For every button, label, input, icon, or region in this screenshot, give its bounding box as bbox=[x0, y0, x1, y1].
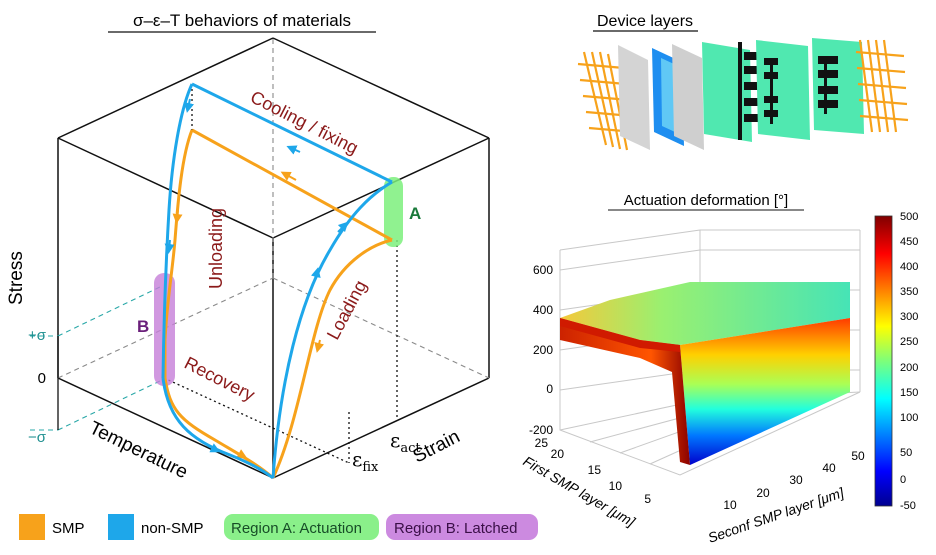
heater-pattern-2 bbox=[764, 58, 778, 124]
svg-text:15: 15 bbox=[588, 463, 602, 477]
mesh-layer-right bbox=[855, 39, 909, 133]
non-smp-cooling-line bbox=[191, 82, 393, 184]
svg-text:250: 250 bbox=[900, 336, 918, 348]
colorbar-ticks: 500 450 400 350 300 250 200 150 100 50 0… bbox=[900, 211, 918, 512]
sigma-epsilon-t-diagram: σ–ε–T behaviors of materials +σ bbox=[6, 11, 490, 484]
legend-smp: SMP bbox=[52, 520, 85, 537]
tick-zero: 0 bbox=[38, 370, 46, 387]
svg-text:150: 150 bbox=[900, 387, 918, 399]
x-axis-label: Seconf SMP layer [μm] bbox=[706, 484, 847, 546]
device-layers-panel: Device layers bbox=[577, 13, 909, 151]
surface-plateau-top bbox=[560, 282, 850, 345]
green-layer-2 bbox=[756, 40, 810, 140]
blue-layer-inner bbox=[661, 58, 675, 132]
svg-text:20: 20 bbox=[551, 447, 565, 461]
svg-text:350: 350 bbox=[900, 286, 918, 298]
smp-unloading-curve bbox=[163, 129, 194, 378]
svg-text:30: 30 bbox=[789, 473, 803, 487]
region-a-label: A bbox=[409, 204, 421, 223]
axis-temperature: Temperature bbox=[86, 418, 191, 484]
svg-text:600: 600 bbox=[533, 263, 553, 277]
surface-front-ridge bbox=[560, 318, 690, 465]
non-smp-recovery-curve bbox=[161, 377, 274, 480]
y-axis-ticks: 25 20 15 10 5 bbox=[535, 436, 652, 506]
svg-text:25: 25 bbox=[535, 436, 549, 450]
label-recovery: Recovery bbox=[181, 353, 258, 405]
svg-text:100: 100 bbox=[900, 412, 918, 424]
svg-text:200: 200 bbox=[900, 362, 918, 374]
z-axis-ticks: 600 400 200 0 -200 bbox=[529, 263, 553, 437]
legend-region-b: Region B: Latched bbox=[394, 520, 517, 537]
svg-text:10: 10 bbox=[609, 479, 623, 493]
colorbar bbox=[874, 215, 893, 507]
legend-region-b-box bbox=[386, 514, 538, 540]
svg-text:400: 400 bbox=[900, 261, 918, 273]
surface-drop-face bbox=[680, 318, 850, 465]
svg-text:40: 40 bbox=[822, 461, 836, 475]
label-loading: Loading bbox=[323, 277, 371, 343]
legend-region-a: Region A: Actuation bbox=[231, 520, 362, 537]
smp-path bbox=[163, 128, 393, 480]
svg-text:10: 10 bbox=[723, 498, 737, 512]
region-b-label: B bbox=[137, 317, 149, 336]
non-smp-path bbox=[161, 82, 393, 480]
label-eps-fix: εfix bbox=[352, 447, 379, 475]
smp-cooling-line bbox=[191, 128, 393, 242]
tick-minus-sigma: −σ bbox=[28, 429, 47, 446]
left-title: σ–ε–T behaviors of materials bbox=[133, 11, 351, 30]
svg-text:0: 0 bbox=[900, 474, 906, 486]
non-smp-unloading-curve bbox=[161, 83, 194, 379]
gray-layer-2 bbox=[672, 44, 704, 150]
legend-region-a-box bbox=[224, 514, 379, 540]
svg-text:0: 0 bbox=[546, 382, 553, 396]
surface-ridge-edge bbox=[560, 318, 680, 352]
legend-non-smp: non-SMP bbox=[141, 520, 204, 537]
mesh-layer-left bbox=[577, 51, 636, 151]
svg-text:-200: -200 bbox=[529, 423, 553, 437]
label-unloading: Unloading bbox=[206, 208, 226, 289]
label-cooling-fixing: Cooling / fixing bbox=[247, 87, 361, 158]
gray-layer-1 bbox=[618, 45, 650, 150]
region-a-highlight bbox=[384, 177, 403, 247]
svg-text:200: 200 bbox=[533, 343, 553, 357]
tick-plus-sigma: +σ bbox=[28, 327, 47, 344]
heater-pattern-3 bbox=[818, 56, 838, 114]
svg-text:300: 300 bbox=[900, 311, 918, 323]
label-eps-act: εact bbox=[390, 428, 421, 456]
svg-text:50: 50 bbox=[900, 447, 912, 459]
x-axis-ticks: 10 20 30 40 50 bbox=[723, 449, 865, 512]
svg-text:5: 5 bbox=[644, 492, 651, 506]
heater-pattern-1 bbox=[738, 42, 758, 140]
svg-text:450: 450 bbox=[900, 236, 918, 248]
surface-plot-panel: Actuation deformation [°] 600 400 200 bbox=[521, 192, 919, 546]
legend: SMP non-SMP Region A: Actuation Region B… bbox=[19, 514, 538, 540]
svg-text:-50: -50 bbox=[900, 500, 916, 512]
sigma-guides bbox=[30, 285, 163, 431]
svg-text:400: 400 bbox=[533, 303, 553, 317]
surface-title: Actuation deformation [°] bbox=[624, 192, 788, 209]
svg-text:50: 50 bbox=[851, 449, 865, 463]
svg-text:500: 500 bbox=[900, 211, 918, 223]
legend-swatch-non-smp bbox=[108, 514, 134, 540]
svg-text:20: 20 bbox=[756, 486, 770, 500]
dotted-guides bbox=[163, 84, 398, 464]
device-title: Device layers bbox=[597, 13, 693, 30]
axis-stress: Stress bbox=[6, 251, 27, 305]
legend-swatch-smp bbox=[19, 514, 45, 540]
smp-loading-curve bbox=[271, 238, 393, 479]
